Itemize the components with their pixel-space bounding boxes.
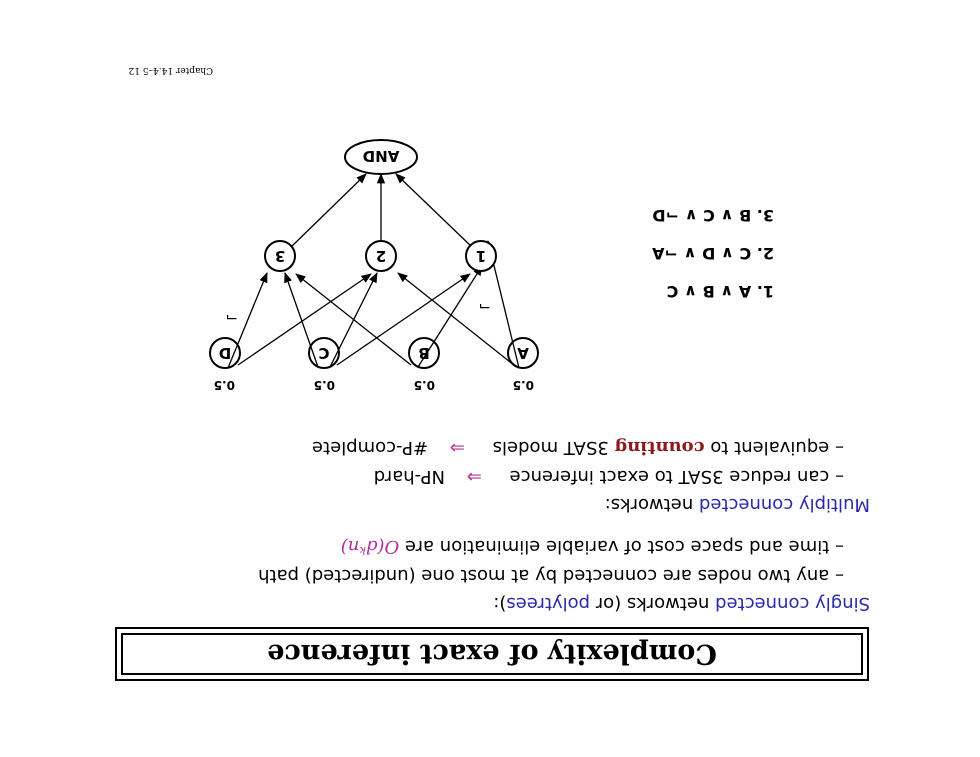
node-clause-2-label: 2 (376, 247, 386, 265)
node-clause-1 (465, 240, 497, 272)
and-node (344, 139, 418, 175)
edge-d-to-3 (227, 272, 268, 369)
node-d (209, 337, 241, 369)
clause-2-text: 2. C ∨ D ∨ ¬A (652, 244, 774, 263)
node-clause-2 (365, 240, 397, 272)
edge-d-to-2 (237, 273, 372, 366)
node-c (308, 337, 340, 369)
node-b-label: B (418, 344, 429, 362)
and-edges (289, 172, 474, 249)
and-node-group: AND (344, 139, 418, 175)
negation-mark-d: ¬ (225, 309, 238, 327)
node-clause-3 (264, 240, 296, 272)
edge-3-to-and (289, 173, 367, 249)
node-a-label: A (517, 344, 529, 362)
edge-a-to-2 (397, 272, 516, 367)
edge-c-to-1 (336, 273, 471, 366)
negation-mark-a: ¬ (478, 298, 491, 316)
prior-label-a: 0.5 (513, 378, 534, 392)
edge-1-to-and (395, 173, 474, 249)
prior-label-b: 0.5 (414, 378, 435, 392)
node-a (507, 337, 539, 369)
clause-1-text: 1. A ∨ B ∨ C (666, 282, 774, 301)
edge-c-to-3 (284, 272, 319, 368)
clause-nodes: 1 2 3 (264, 240, 497, 272)
node-clause-3-label: 3 (275, 247, 285, 265)
edge-c-to-2 (329, 272, 378, 368)
clause-3-text: 3. B ∨ C ∨ ¬D (652, 206, 774, 225)
edge-b-to-1 (417, 265, 483, 368)
prior-label-d: 0.5 (214, 378, 235, 392)
and-node-label: AND (363, 147, 400, 165)
negation-markers: ¬ ¬ (225, 298, 491, 327)
node-d-label: D (219, 344, 231, 362)
prior-label-c: 0.5 (314, 378, 335, 392)
node-clause-1-label: 1 (476, 247, 486, 265)
prior-labels: 0.5 0.5 0.5 0.5 (214, 378, 534, 392)
root-nodes: A B C D (209, 337, 539, 369)
node-c-label: C (318, 344, 329, 362)
